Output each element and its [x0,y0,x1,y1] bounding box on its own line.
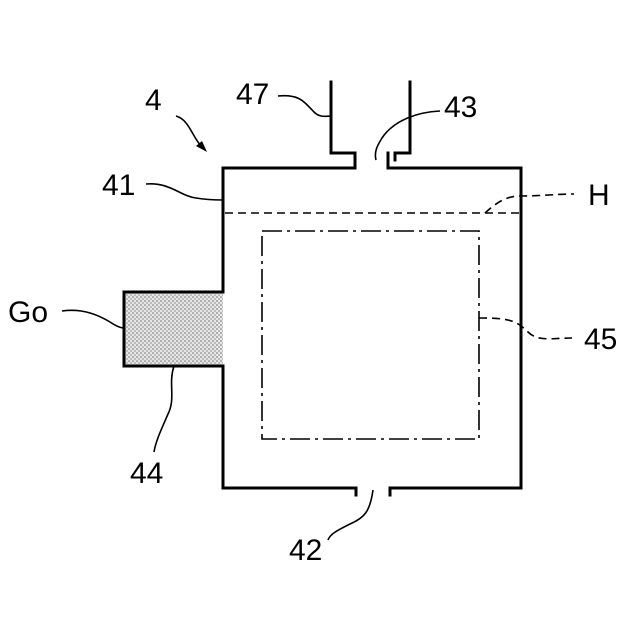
label-bottom-opening: 42 [289,534,322,567]
label-wall: 41 [102,169,135,202]
material-block [124,292,223,366]
label-top-pipe: 47 [236,78,269,111]
label-top-opening: 43 [444,91,477,124]
vessel-wall-right [388,153,521,495]
label-inlet: 44 [130,457,163,490]
leader-device [176,116,203,148]
inner-region [262,231,479,439]
leader-inlet [154,366,174,452]
leader-material [62,310,124,328]
leader-level [485,194,574,213]
leader-bottom-opening [328,490,373,540]
leader-wall [146,184,223,200]
top-pipe-left [331,82,348,153]
vessel-wall-left-top [223,153,355,292]
label-device: 4 [145,84,162,117]
label-level: H [588,179,610,212]
vessel-wall-left-bottom [223,366,356,495]
label-material: Go [8,296,48,329]
label-inner-region: 45 [584,323,617,356]
leader-top-pipe [278,96,331,117]
leader-inner-region [479,318,572,339]
